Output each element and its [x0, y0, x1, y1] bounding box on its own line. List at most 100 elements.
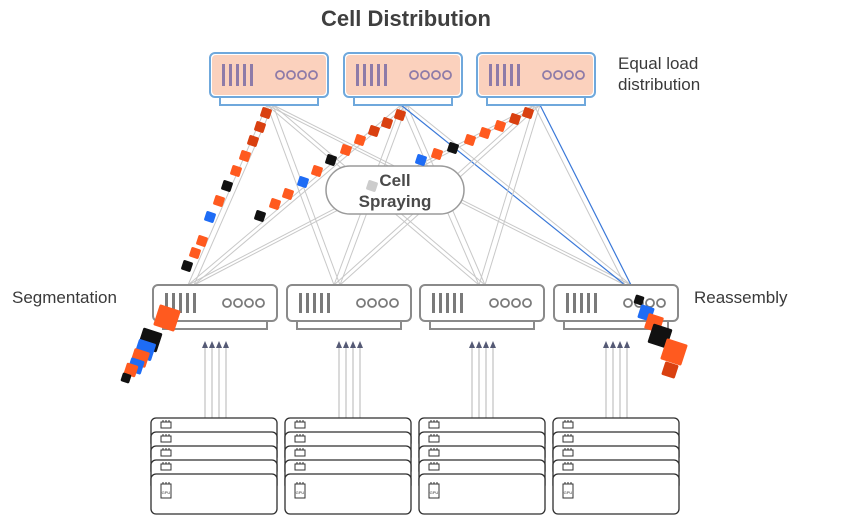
equal-load-label: Equal load distribution	[618, 54, 701, 94]
reassembled-cell	[661, 361, 679, 379]
sprayed-cell	[522, 107, 534, 119]
gpu-chip-body	[160, 463, 172, 471]
port-circle	[356, 298, 366, 308]
port-circle	[308, 70, 318, 80]
gpu-chip-body	[428, 421, 440, 429]
gpu-chip-body	[562, 421, 574, 429]
sprayed-cell	[247, 135, 259, 147]
reassembled-cell	[660, 338, 688, 366]
sprayed-cell	[509, 113, 521, 125]
leaf-switch-base	[429, 320, 535, 330]
arrow-head	[209, 341, 215, 348]
port-bar	[566, 293, 569, 313]
sprayed-cell	[431, 148, 443, 160]
spine-switch-1	[209, 52, 329, 106]
arrow-head	[336, 341, 342, 348]
port-bar	[327, 293, 330, 313]
sprayed-cell	[381, 117, 393, 129]
gpu-server	[150, 473, 278, 515]
gpu-chip-body	[294, 463, 306, 471]
arrow-head	[617, 341, 623, 348]
sprayed-cell	[282, 188, 294, 200]
uplink-arrows	[202, 341, 630, 420]
gpu-rack-2: GPU	[284, 417, 412, 515]
arrow-head	[476, 341, 482, 348]
gpu-rack-1: GPU	[150, 417, 278, 515]
port-circle	[553, 70, 563, 80]
spine-switches	[209, 52, 596, 106]
fabric-link	[478, 104, 535, 286]
port-bar	[517, 64, 520, 86]
port-circle	[275, 70, 285, 80]
arrow-head	[202, 341, 208, 348]
arrow-head	[624, 341, 630, 348]
port-bar	[510, 64, 513, 86]
fabric-link	[484, 104, 541, 286]
gpu-chip-icon	[428, 462, 440, 471]
port-bar	[439, 293, 442, 313]
sprayed-cell	[269, 198, 281, 210]
leaf-switch-2	[286, 284, 412, 330]
gpu-label: GPU	[430, 490, 439, 495]
gpu-chip-icon	[160, 462, 172, 471]
sprayed-cell	[196, 235, 208, 247]
port-circle	[389, 298, 399, 308]
port-circle	[222, 298, 232, 308]
reassembly-label: Reassembly	[694, 288, 788, 307]
gpu-chip-body	[428, 435, 440, 443]
spine-switch-base	[353, 96, 453, 106]
sprayed-cell	[221, 180, 233, 192]
arrow-head	[469, 341, 475, 348]
port-circle	[511, 298, 521, 308]
port-bar	[193, 293, 196, 313]
leaf-switch-base	[162, 320, 268, 330]
fabric-link	[533, 104, 626, 286]
port-bar	[165, 293, 168, 313]
gpu-chip-icon	[294, 448, 306, 457]
arrow-head	[223, 341, 229, 348]
port-circle	[500, 298, 510, 308]
port-bar	[580, 293, 583, 313]
port-bar	[377, 64, 380, 86]
fabric-link	[187, 104, 268, 286]
gpu-chip-body	[562, 435, 574, 443]
gpu-chip-icon: GPU	[294, 482, 306, 499]
port-bar	[370, 64, 373, 86]
cells	[120, 107, 688, 384]
port-bar	[320, 293, 323, 313]
sprayed-cell	[394, 109, 406, 121]
gpu-chip-body	[294, 449, 306, 457]
spine-switch-base	[219, 96, 319, 106]
arrow-head	[350, 341, 356, 348]
gpu-chip-icon: GPU	[428, 482, 440, 499]
port-bar	[594, 293, 597, 313]
leaf-switches	[152, 284, 679, 330]
leaf-switch-base	[296, 320, 402, 330]
spine-switch-base	[486, 96, 586, 106]
gpu-server	[552, 473, 680, 515]
port-circle	[286, 70, 296, 80]
arrow-head	[357, 341, 363, 348]
gpu-chip-icon	[160, 434, 172, 443]
port-circle	[442, 70, 452, 80]
port-bar	[229, 64, 232, 86]
sprayed-cell	[254, 121, 266, 133]
gpu-chip-body	[160, 435, 172, 443]
gpu-chip-body	[294, 421, 306, 429]
gpu-chip-body	[562, 449, 574, 457]
spine-switch-2	[343, 52, 463, 106]
arrow-head	[343, 341, 349, 348]
arrow-head	[610, 341, 616, 348]
sprayed-cell	[479, 127, 491, 139]
cell-spraying-label: Cell Spraying	[358, 171, 432, 211]
port-bar	[587, 293, 590, 313]
gpu-chip-body	[160, 421, 172, 429]
gpu-server	[418, 473, 546, 515]
port-bar	[250, 64, 253, 86]
sprayed-cell	[368, 125, 380, 137]
spine-switch-load-fill	[346, 55, 460, 95]
spine-switch-load-fill	[479, 55, 593, 95]
port-circle	[575, 70, 585, 80]
sprayed-cell	[260, 107, 272, 119]
sprayed-cell	[464, 134, 476, 146]
